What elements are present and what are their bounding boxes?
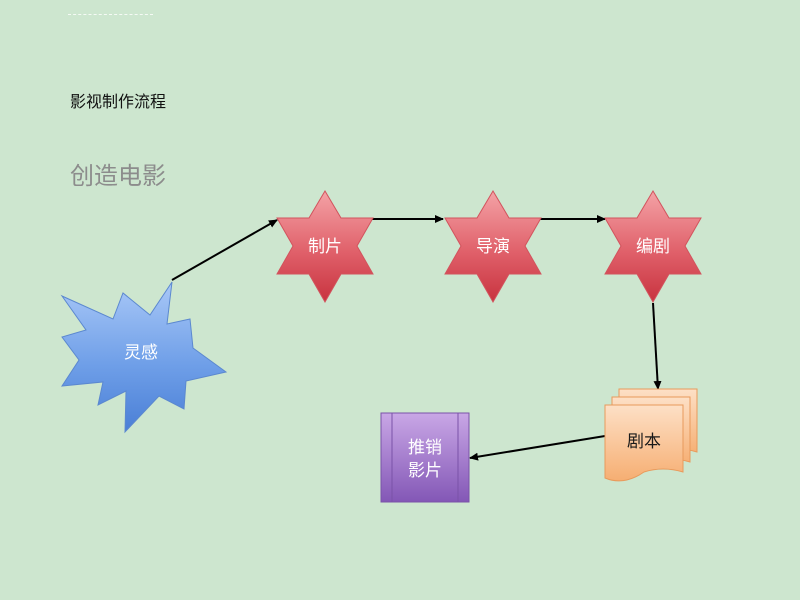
top-dashed-line [68,14,153,15]
node-production-label: 制片 [308,237,342,257]
node-marketing: 推销 影片 [380,412,470,503]
node-marketing-label-line2: 影片 [408,461,442,481]
node-production: 制片 [276,190,374,304]
page-subtitle: 创造电影 [70,162,166,190]
node-screenwriter-label: 编剧 [636,237,670,257]
document-page-front [604,404,684,482]
node-director: 导演 [444,190,542,304]
node-marketing-label-line1: 推销 [408,438,442,458]
node-director-label: 导演 [476,237,510,257]
node-inspiration: 灵感 [60,281,228,434]
page-title: 影视制作流程 [70,92,167,111]
node-script-label: 剧本 [627,432,661,452]
node-script: 剧本 [604,388,698,482]
arrow-inspiration-to-production [171,219,278,281]
process-box [380,412,470,503]
arrow-script-to-marketing [469,435,606,461]
hexagram-shape [444,190,542,304]
hexagram-shape [604,190,702,304]
hexagram-shape [276,190,374,304]
starburst-shape [60,281,228,434]
node-screenwriter: 编剧 [604,190,702,304]
node-inspiration-label: 灵感 [124,343,158,363]
arrow-screenwriter-to-script [652,302,662,390]
